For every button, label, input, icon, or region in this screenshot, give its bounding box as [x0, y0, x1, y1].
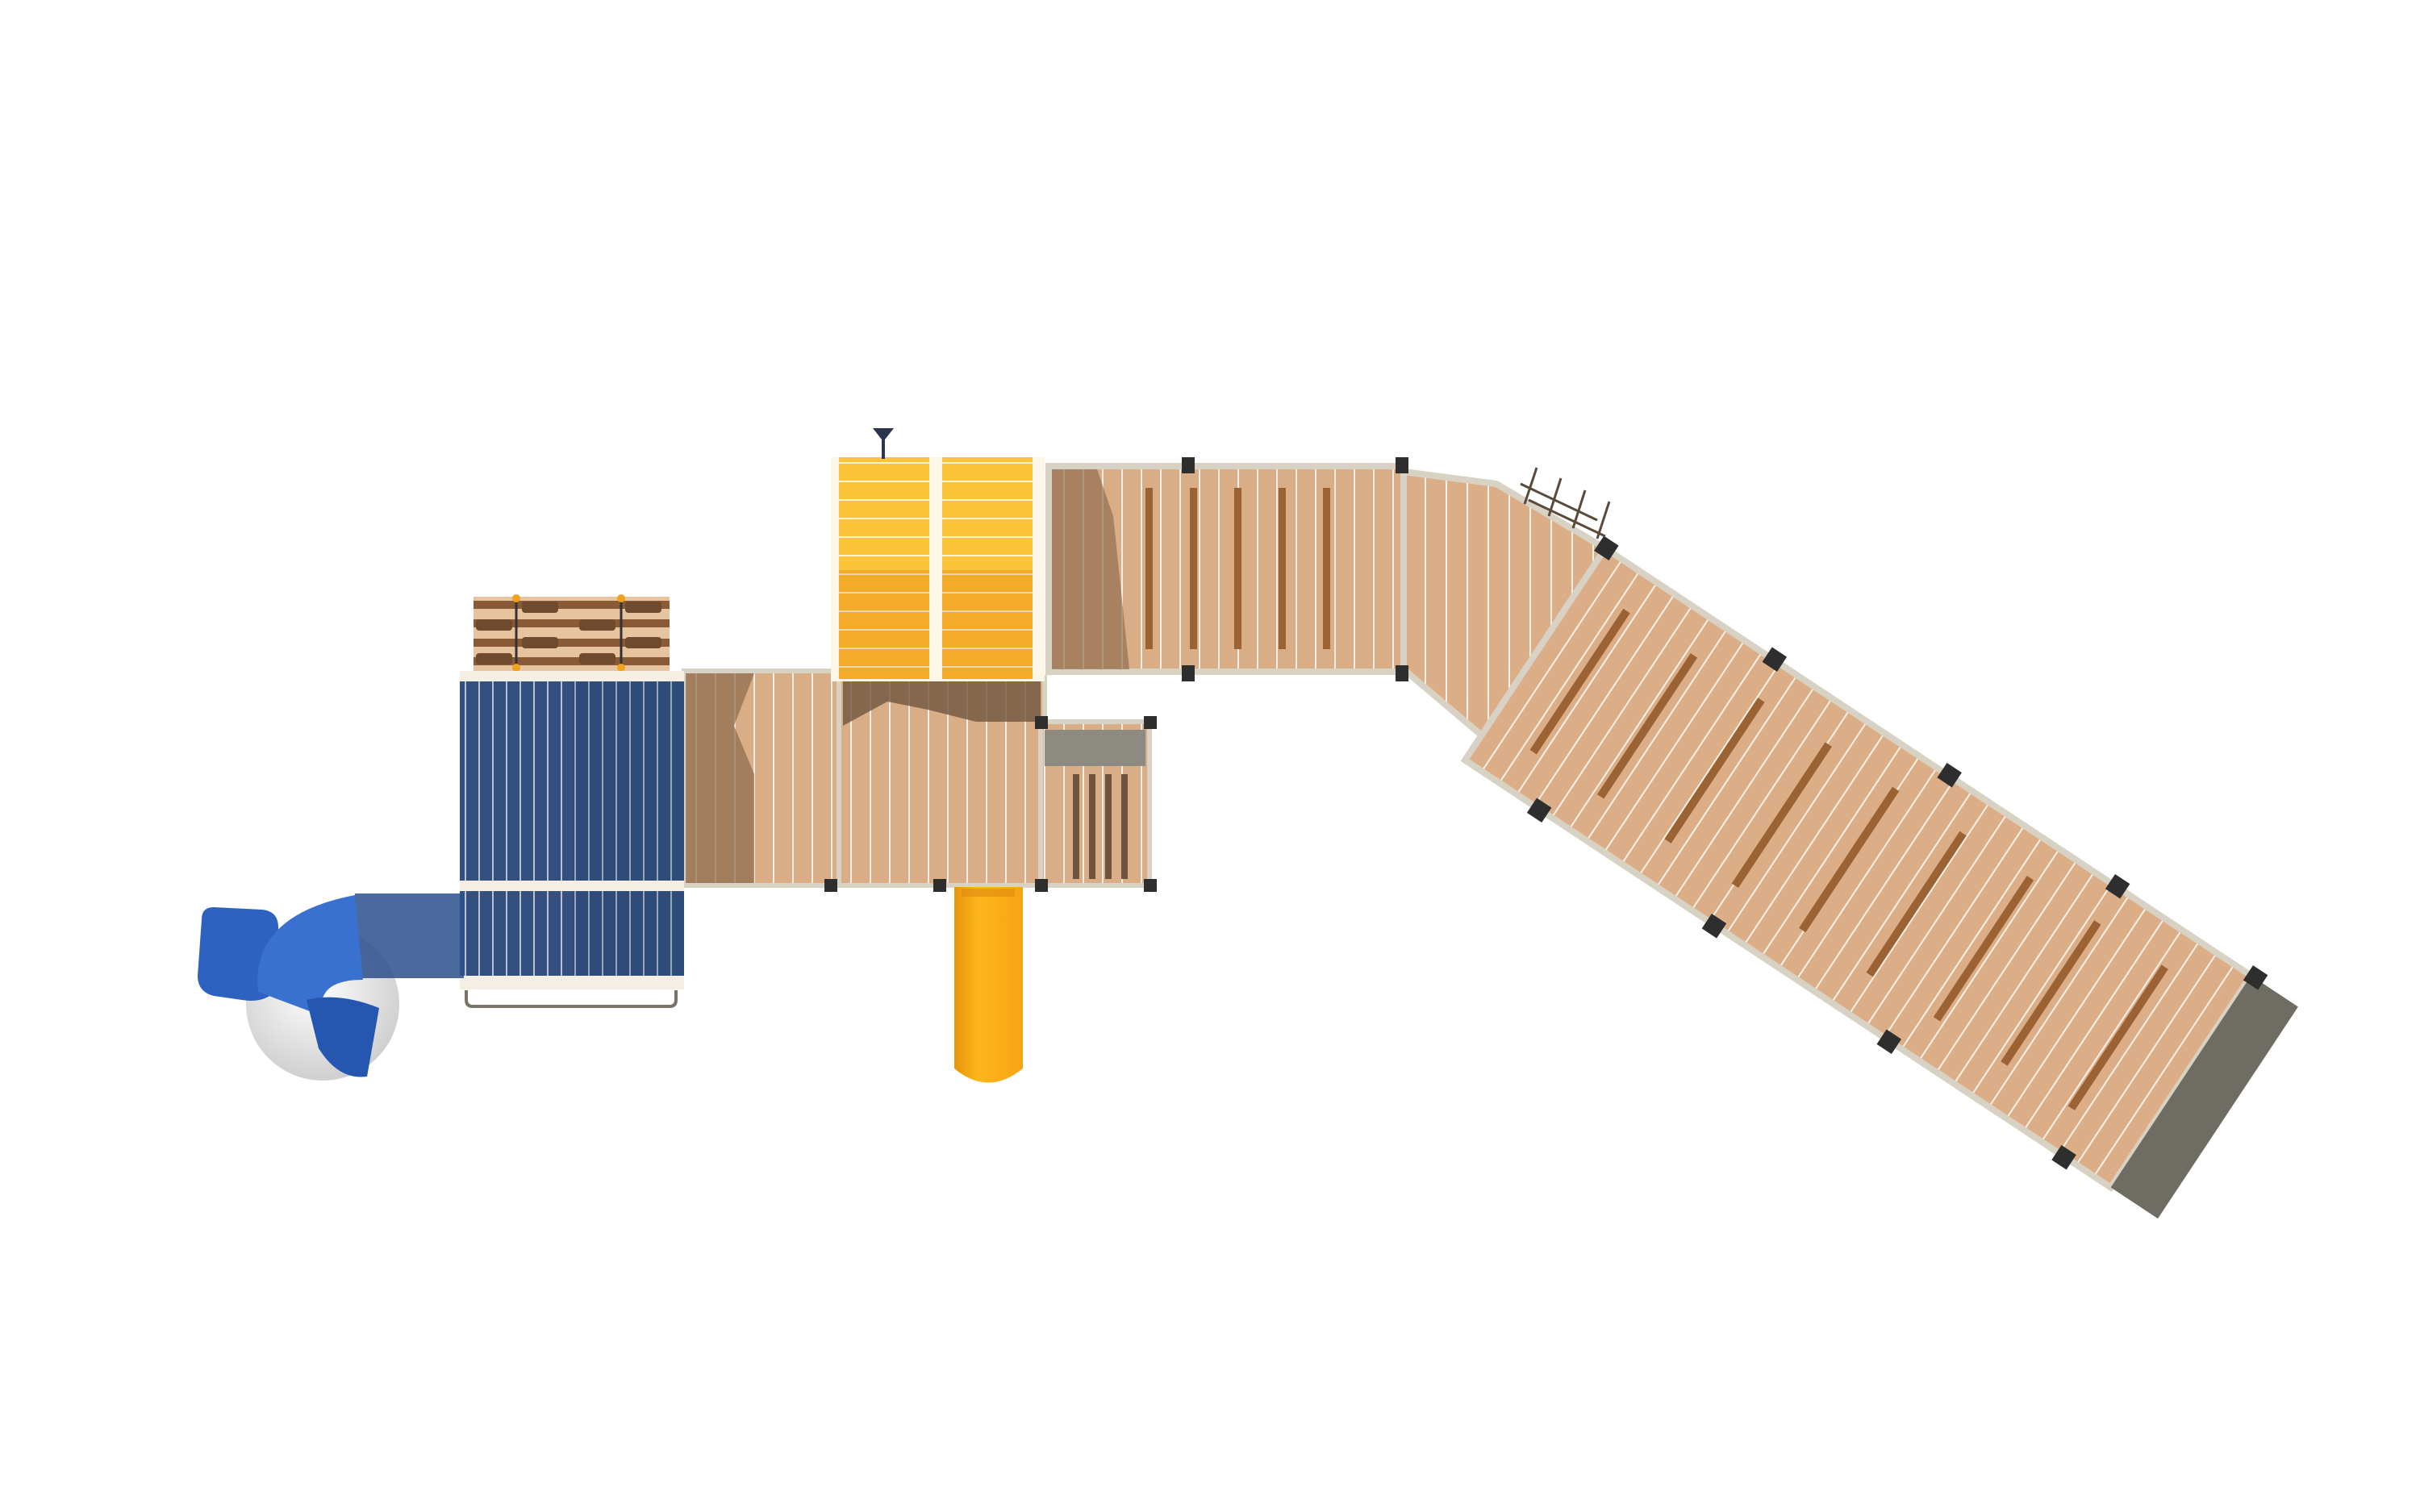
ramp-stripes — [1529, 608, 2168, 1110]
side-panel — [1045, 730, 1145, 766]
spiral-tube-slide — [198, 893, 464, 1081]
climbing-wall — [474, 594, 670, 672]
ramp-end-plate — [2110, 975, 2298, 1219]
left-deck — [682, 669, 844, 888]
blue-roof — [460, 671, 684, 989]
flag-pole-icon — [873, 428, 894, 459]
climbing-holds — [476, 602, 661, 664]
ramp-ladder — [1520, 467, 1611, 539]
side-platform — [824, 716, 1157, 892]
roof-handrail — [465, 990, 678, 1008]
bridge-posts — [1182, 457, 1408, 681]
access-ramp — [1400, 467, 2298, 1219]
top-bridge — [1045, 457, 1408, 681]
yellow-slide — [954, 887, 1023, 1083]
slide-tunnel — [355, 893, 464, 978]
center-deck — [837, 675, 1047, 888]
yellow-roof — [831, 457, 1045, 681]
ramp-posts — [1526, 535, 2268, 1170]
